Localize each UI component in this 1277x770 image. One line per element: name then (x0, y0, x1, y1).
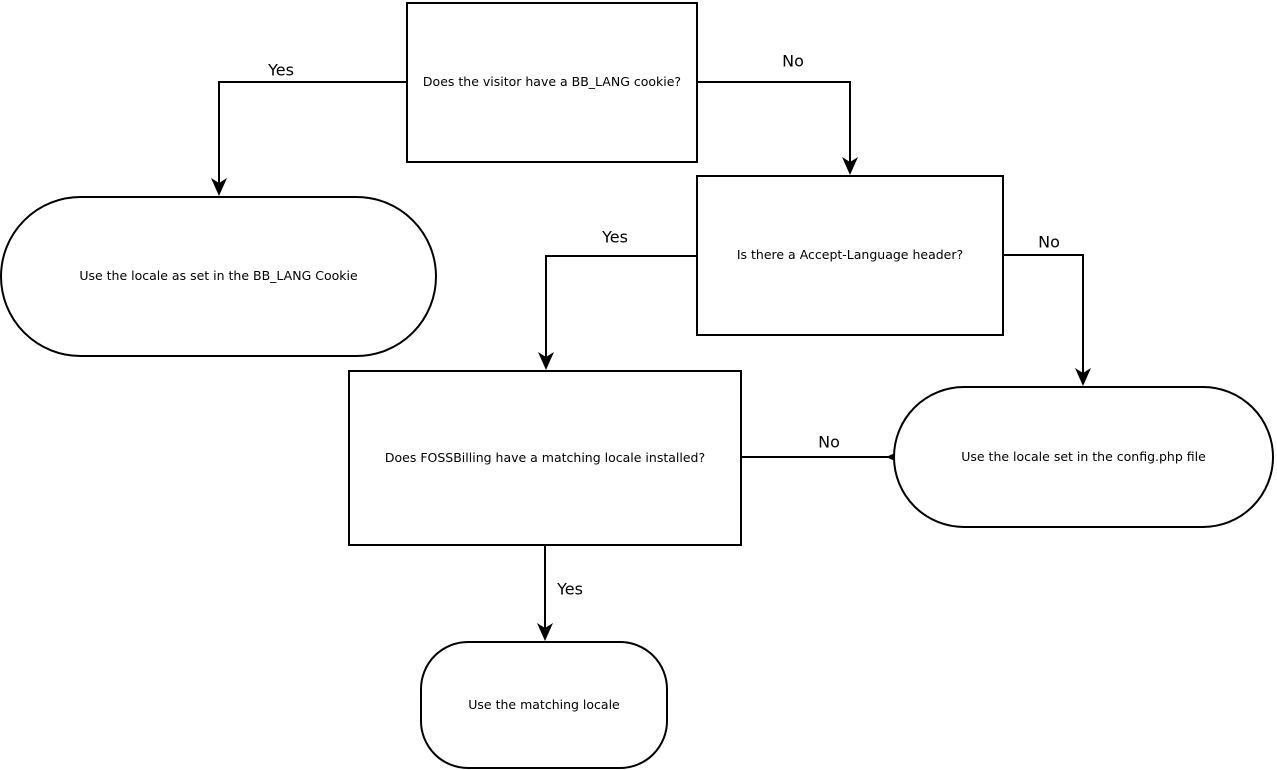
edge-header-no (1004, 254, 1084, 375)
node-cookie-check: Does the visitor have a BB_LANG cookie? (406, 2, 698, 163)
edge-header-yes (545, 255, 696, 359)
arrowhead-installed-yes (537, 623, 553, 641)
edge-label-installed-no: No (816, 432, 842, 452)
node-use-matching-locale-label: Use the matching locale (468, 696, 620, 712)
node-use-cookie-locale: Use the locale as set in the BB_LANG Coo… (0, 196, 437, 357)
edge-label-header-no: No (1036, 232, 1062, 252)
arrowhead-cookie-yes (211, 178, 227, 196)
node-use-config-locale: Use the locale set in the config.php fil… (893, 386, 1274, 528)
edge-label-header-yes: Yes (600, 227, 630, 247)
node-header-check: Is there a Accept-Language header? (696, 175, 1004, 336)
edge-cookie-yes (218, 81, 406, 185)
node-use-matching-locale: Use the matching locale (420, 641, 668, 769)
node-cookie-check-label: Does the visitor have a BB_LANG cookie? (422, 74, 682, 90)
arrowhead-header-no (1075, 368, 1091, 386)
edge-label-installed-yes: Yes (555, 579, 585, 599)
node-header-check-label: Is there a Accept-Language header? (736, 247, 964, 263)
node-use-config-locale-label: Use the locale set in the config.php fil… (961, 448, 1206, 464)
edge-label-cookie-yes: Yes (266, 60, 296, 80)
node-locale-installed-check-label: Does FOSSBilling have a matching locale … (384, 449, 706, 465)
edge-cookie-no (698, 81, 851, 164)
edge-label-cookie-no: No (780, 51, 806, 71)
node-locale-installed-check: Does FOSSBilling have a matching locale … (348, 370, 742, 546)
arrowhead-cookie-no (842, 157, 858, 175)
arrowhead-header-yes (538, 352, 554, 370)
node-use-cookie-locale-label: Use the locale as set in the BB_LANG Coo… (79, 268, 358, 284)
